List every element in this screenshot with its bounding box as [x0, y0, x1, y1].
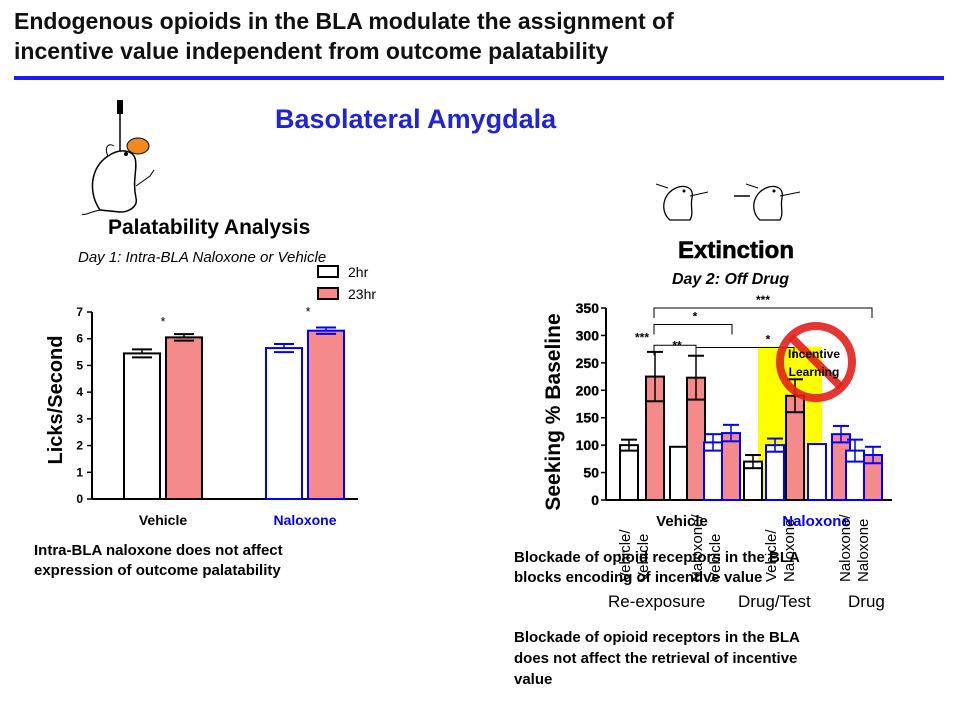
left-bar	[165, 336, 203, 500]
left-y-tick-label: 6	[76, 332, 83, 346]
left-legend-label: 23hr	[348, 286, 376, 302]
phase-label-drug-test: Drug/Test	[738, 592, 811, 611]
right-y-tick-label: 0	[591, 492, 599, 508]
right-y-tick-label: 100	[576, 437, 600, 453]
right-x-label-part: Naloxone	[855, 519, 872, 582]
significance-marker: ***	[635, 330, 649, 344]
right-caption1-line1: Blockade of opioid receptors in the BLA	[514, 549, 800, 566]
section-heading: Basolateral Amygdala	[275, 104, 557, 134]
two-rats-icon	[655, 183, 801, 221]
right-caption2-line3: value	[514, 671, 553, 688]
significance-bracket	[695, 346, 795, 358]
significance-bracket	[653, 323, 733, 335]
right-chart-title: Extinction	[678, 237, 794, 264]
right-caption1-line2: blocks encoding of incentive value	[514, 569, 763, 586]
slide-title: Endogenous opioids in the BLA modulate t…	[14, 6, 944, 66]
significance-marker: *	[766, 332, 771, 346]
right-x-label-part: Vehicle	[635, 534, 652, 582]
left-chart-title: Palatability Analysis	[108, 216, 310, 239]
palatability-chart: Palatability Analysis Day 1: Intra-BLA N…	[45, 216, 376, 528]
right-group-label: Vehicle	[656, 513, 708, 530]
left-y-tick-label: 3	[76, 412, 83, 426]
right-bar	[807, 443, 827, 501]
left-category-label: Vehicle	[139, 512, 187, 528]
slide-title-line1: Endogenous opioids in the BLA modulate t…	[14, 8, 674, 34]
right-y-tick-label: 300	[576, 327, 600, 343]
significance-bracket	[653, 307, 873, 318]
significance-marker: *	[693, 309, 698, 323]
right-x-label-part: Vehicle/	[763, 529, 780, 582]
left-y-tick-label: 4	[76, 385, 83, 399]
title-underline	[14, 76, 944, 80]
phase-labels: Re-exposure Drug/Test Drug	[608, 592, 885, 611]
right-bar	[669, 445, 689, 502]
left-caption: Intra-BLA naloxone does not affect expre…	[34, 541, 283, 581]
left-y-tick-label: 0	[76, 492, 83, 506]
right-caption2-line1: Blockade of opioid receptors in the BLA	[514, 629, 800, 646]
right-chart-subtitle: Day 2: Off Drug	[672, 271, 789, 288]
right-x-label-part: Naloxone	[781, 519, 798, 582]
right-x-label-part: Vehicle/	[617, 529, 634, 582]
right-bar	[765, 444, 785, 501]
right-x-label: Naloxone/Naloxone	[837, 514, 872, 582]
rat-drinking-icon	[81, 100, 155, 215]
right-caption-encoding: Blockade of opioid receptors in the BLA …	[514, 548, 934, 588]
left-y-tick-label: 1	[76, 465, 83, 479]
left-legend-swatch	[317, 287, 339, 300]
right-y-tick-label: 250	[576, 355, 600, 371]
significance-marker: **	[672, 338, 682, 352]
right-x-label-part: Naloxone/	[837, 514, 854, 582]
left-bar	[265, 347, 303, 500]
right-x-label-part: Vehicle	[707, 534, 724, 582]
left-bar	[307, 329, 345, 500]
no-sign-label-line1: Incentive	[788, 347, 840, 361]
right-y-tick-label: 150	[576, 410, 600, 426]
left-significance-marker: *	[305, 304, 310, 319]
right-caption-retrieval: Blockade of opioid receptors in the BLA …	[514, 627, 934, 690]
prohibition-sign-icon: Incentive Learning	[776, 322, 856, 402]
left-category-label: Naloxone	[273, 512, 336, 528]
left-legend-label: 2hr	[348, 264, 369, 280]
left-y-axis-label: Licks/Second	[45, 336, 67, 465]
left-bar	[123, 352, 161, 500]
right-caption2-line2: does not affect the retrieval of incenti…	[514, 650, 798, 667]
left-y-tick-label: 2	[76, 439, 83, 453]
phase-label-reexposure: Re-exposure	[608, 592, 705, 611]
right-y-tick-label: 350	[576, 300, 600, 316]
no-sign-label-line2: Learning	[789, 365, 840, 379]
phase-label-drug: Drug	[848, 592, 885, 611]
right-y-tick-label: 200	[576, 382, 600, 398]
right-x-label-part: Naloxone/	[689, 514, 706, 582]
right-group-label: Naloxone	[782, 513, 850, 530]
right-y-tick-label: 50	[583, 465, 599, 481]
extinction-chart: Extinction Day 2: Off Drug Seeking % Bas…	[542, 237, 892, 611]
left-legend-swatch	[317, 265, 339, 278]
right-x-label: Vehicle/Naloxone	[763, 519, 798, 582]
left-chart-subtitle: Day 1: Intra-BLA Naloxone or Vehicle	[78, 249, 326, 266]
right-y-axis-label: Seeking % Baseline	[542, 313, 565, 510]
left-legend: 2hr 23hr	[317, 264, 376, 302]
right-x-label: Vehicle/Vehicle	[617, 529, 652, 582]
left-y-tick-label: 5	[76, 358, 83, 372]
slide-title-line2: incentive value independent from outcome…	[14, 38, 609, 64]
left-caption-line1: Intra-BLA naloxone does not affect	[34, 542, 283, 559]
right-bar	[721, 432, 741, 501]
significance-marker: ***	[756, 293, 770, 307]
right-bar	[619, 444, 639, 501]
right-x-label: Naloxone/Vehicle	[689, 514, 724, 582]
left-caption-line2: expression of outcome palatability	[34, 562, 281, 579]
left-significance-marker: *	[160, 314, 165, 329]
left-y-tick-label: 7	[76, 305, 83, 319]
